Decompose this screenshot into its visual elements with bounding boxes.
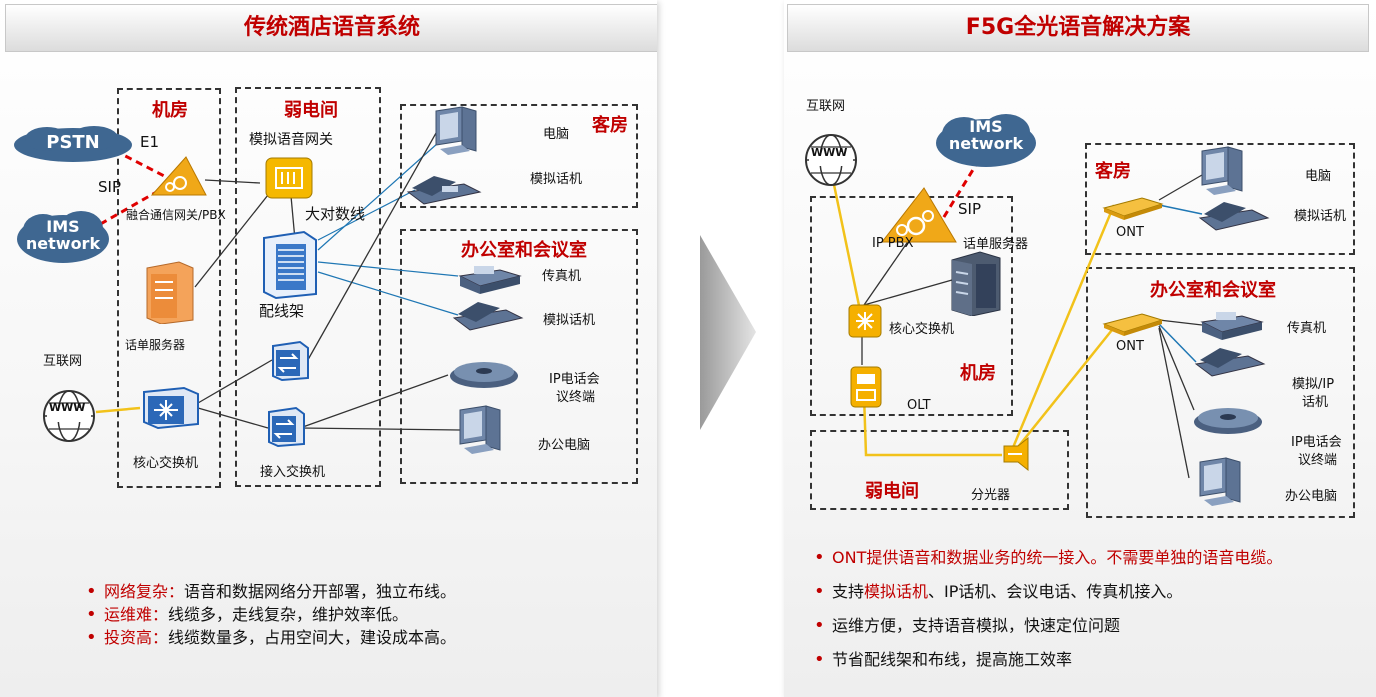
- bullet-item: 节省配线架和布线，提高施工效率: [810, 643, 1282, 677]
- ont-label-2: ONT: [1116, 339, 1144, 354]
- zone-machine-room: [117, 88, 221, 488]
- pstn-cloud-icon: [14, 126, 132, 162]
- internet-label: 互联网: [43, 354, 83, 369]
- bullet-item: 网络复杂：语音和数据网络分开部署，独立布线。: [82, 580, 456, 603]
- ip-pbx-label: IP PBX: [872, 236, 914, 251]
- e1-label: E1: [140, 133, 160, 151]
- pstn-label: PSTN: [46, 132, 100, 153]
- core-switch-icon: [143, 386, 199, 430]
- ip-conf-label: IP电话会议终端: [1291, 435, 1342, 468]
- guest-room-label: 客房: [1095, 161, 1131, 182]
- bullet-item: 投资高：线缆数量多，占用空间大，建设成本高。: [82, 626, 456, 649]
- core-switch-label: 核心交换机: [889, 322, 955, 337]
- pc-label: 电脑: [1305, 169, 1332, 184]
- pc-icon: [1201, 146, 1243, 195]
- pc-label: 电脑: [543, 127, 570, 142]
- pc-icon: [435, 106, 477, 155]
- sip-label: SIP: [958, 200, 981, 218]
- zone-machine-room: [810, 196, 1013, 416]
- bullet-item: 运维难：线缆多，走线复杂，维护效率低。: [82, 603, 456, 626]
- fax-icon: [1200, 312, 1264, 340]
- office-pc-label: 办公电脑: [538, 438, 591, 453]
- weak-room-label: 弱电间: [284, 100, 338, 121]
- office-pc-label: 办公电脑: [1285, 489, 1338, 504]
- splitter-label: 分光器: [971, 488, 1011, 503]
- machine-room-label: 机房: [960, 363, 996, 384]
- ont-icon: [1102, 313, 1164, 336]
- f5g-solution-panel: F5G全光语音解决方案 互联网 WWW: [784, 0, 1376, 697]
- sip-label: SIP: [98, 178, 121, 196]
- machine-room-label: 机房: [152, 100, 188, 121]
- ip-conf-label: IP电话会议终端: [549, 372, 600, 405]
- access-switch-label: 接入交换机: [260, 465, 326, 480]
- right-bullet-list: ONT提供语音和数据业务的统一接入。不需要单独的语音电缆。 支持模拟话机、IP话…: [810, 541, 1282, 677]
- bullet-item: 支持模拟话机、IP话机、会议电话、传真机接入。: [810, 575, 1282, 609]
- office-label: 办公室和会议室: [1150, 280, 1276, 301]
- ims-cloud-icon: [936, 114, 1036, 167]
- gateway-icon: [150, 156, 207, 196]
- splitter-icon: [1003, 436, 1029, 472]
- zone-office: [1086, 267, 1355, 518]
- analog-phone-icon: [406, 176, 482, 205]
- core-switch-label: 核心交换机: [133, 456, 199, 471]
- analog-phone-label-2: 模拟话机: [543, 313, 596, 328]
- core-switch-icon: [848, 304, 882, 338]
- patch-panel-icon: [263, 230, 317, 300]
- guest-room-label: 客房: [592, 115, 628, 136]
- left-bullet-list: 网络复杂：语音和数据网络分开部署，独立布线。 运维难：线缆多，走线复杂，维护效率…: [82, 580, 456, 649]
- transition-arrow-icon: [700, 235, 756, 430]
- voice-gateway-label: 模拟语音网关: [249, 132, 333, 148]
- billing-server-label: 话单服务器: [963, 237, 1029, 252]
- conference-phone-icon: [450, 362, 518, 388]
- olt-icon: [850, 366, 882, 408]
- conference-phone-icon: [1194, 408, 1262, 434]
- billing-server-label: 话单服务器: [125, 338, 186, 352]
- panel-title: 传统酒店语音系统: [5, 4, 657, 52]
- fax-icon: [458, 266, 522, 294]
- billing-server-icon: [146, 261, 194, 324]
- panel-title: F5G全光语音解决方案: [787, 4, 1369, 52]
- olt-label: OLT: [907, 398, 931, 413]
- bullet-item: 运维方便，支持语音模拟，快速定位问题: [810, 609, 1282, 643]
- ims-cloud-icon: [17, 211, 109, 263]
- patch-panel-label: 配线架: [259, 302, 305, 320]
- analog-phone-label: 模拟话机: [1294, 209, 1347, 224]
- access-switch-icon: [268, 406, 305, 448]
- fax-label: 传真机: [1287, 321, 1327, 336]
- zone-weak-room: [235, 87, 381, 487]
- ont-icon: [1102, 197, 1164, 220]
- bullet-item: ONT提供语音和数据业务的统一接入。不需要单独的语音电缆。: [810, 541, 1282, 575]
- analog-phone-label: 模拟话机: [530, 172, 583, 187]
- internet-globe-icon: [43, 390, 95, 442]
- gateway-label: 融合通信网关/PBX: [126, 208, 226, 222]
- ont-label: ONT: [1116, 225, 1144, 240]
- voice-gateway-icon: [265, 157, 313, 199]
- internet-label: 互联网: [806, 99, 846, 114]
- ip-pbx-icon: [880, 187, 957, 243]
- zone-office: [400, 229, 638, 484]
- weak-room-label: 弱电间: [865, 481, 919, 502]
- office-pc-icon: [459, 405, 501, 454]
- office-label: 办公室和会议室: [461, 240, 587, 261]
- zone-guest-room: [400, 104, 638, 208]
- zone-guest-room: [1085, 143, 1355, 255]
- billing-server-icon: [951, 251, 1001, 316]
- www-label: WWW: [811, 146, 848, 159]
- office-pc-icon: [1199, 457, 1241, 506]
- fax-label: 传真机: [542, 269, 582, 284]
- connection-lines: [830, 159, 1203, 479]
- analog-phone-icon: [452, 302, 524, 331]
- analog-phone-icon: [1198, 202, 1270, 231]
- internet-globe-icon: [805, 134, 857, 186]
- analog-ip-phone-icon: [1194, 348, 1266, 377]
- www-label: WWW: [49, 401, 86, 414]
- big-cable-label: 大对数线: [305, 205, 366, 223]
- zone-weak-room: [810, 430, 1069, 510]
- access-switch-icon: [272, 340, 309, 382]
